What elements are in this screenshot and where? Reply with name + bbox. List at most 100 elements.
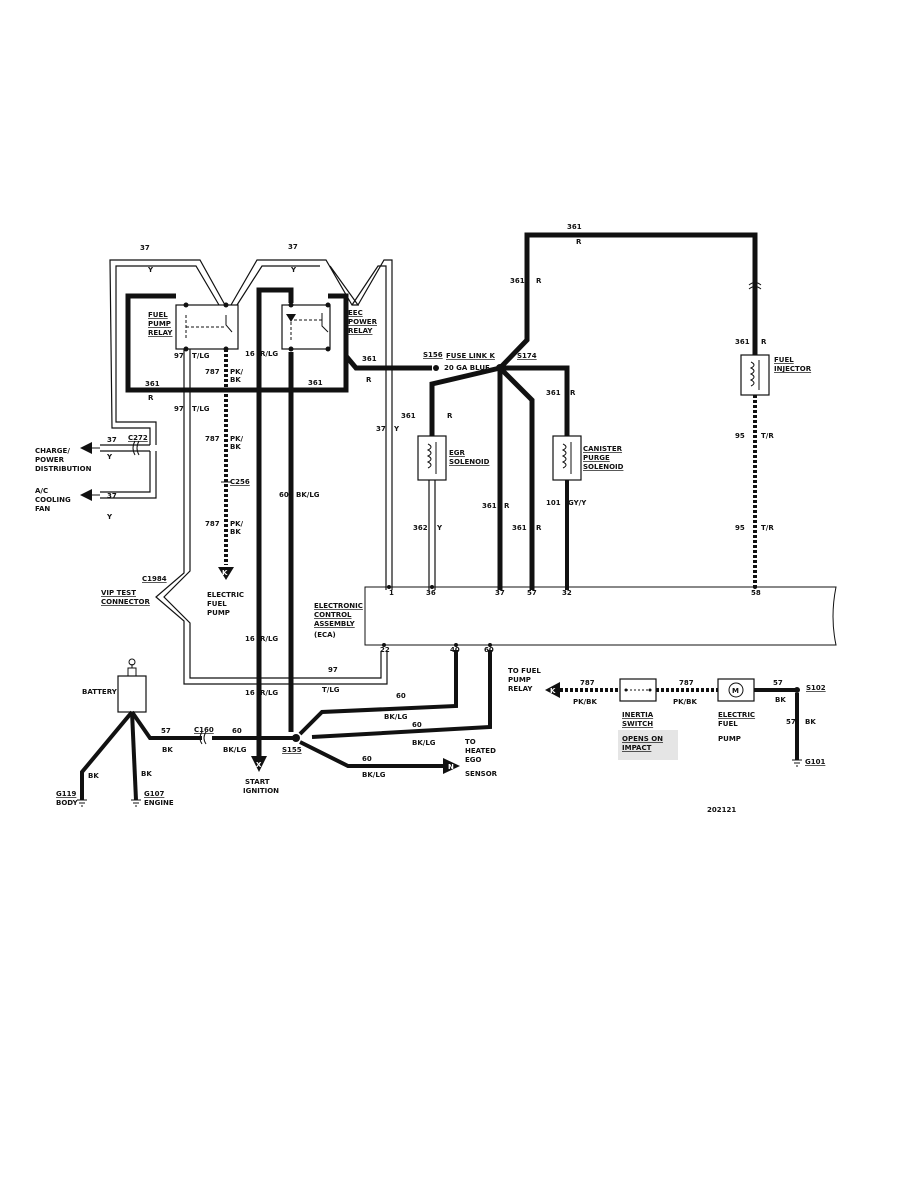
eca_pins-p60-label: 60 [484, 646, 494, 654]
eca_pins-p40-label: 40 [450, 646, 460, 654]
components-canister_purge_solenoid-2-label: SOLENOID [583, 463, 624, 471]
components-to_fuel_pump_relay-1-label: PUMP [508, 676, 531, 684]
components-eca-0-label: ELECTRONIC [314, 602, 363, 610]
s156-splice [433, 365, 439, 371]
components-ac_fan-2-label: FAN [35, 505, 50, 513]
components-eec_power_relay-0-label: EEC [348, 309, 363, 317]
wires-w361_egr-label: 361 [401, 412, 416, 420]
wires-w787_c-label: 787 [205, 520, 220, 528]
wires-w361_eca57_color-label: R [536, 524, 542, 532]
components-inertia_switch-1-label: SWITCH [622, 720, 653, 728]
wires-w60_b-label: 60 [232, 727, 242, 735]
wires-w361_top-label: 361 [567, 223, 582, 231]
wires-w60_a-label: 60 [279, 491, 289, 499]
components-fuel_injector-0-label: FUEL [774, 356, 794, 364]
components-charge_power-0-label: CHARGE/ [35, 447, 70, 455]
wires-w787_c_color2-label: BK [230, 528, 241, 536]
components-canister_purge_solenoid-0-label: CANISTER [583, 445, 623, 453]
components-egr_solenoid-0-label: EGR [449, 449, 466, 457]
connectors-s155-label: S155 [282, 746, 302, 754]
connectors-g107-label: G107 [144, 790, 164, 798]
wires-w95_a_color-label: T/R [761, 432, 774, 440]
wires-w361_canister-label: 361 [546, 389, 561, 397]
wires-w60_c_color-label: BK/LG [384, 713, 408, 721]
components-to_fuel_pump_relay-2-label: RELAY [508, 685, 533, 693]
wire-361-egr [429, 365, 501, 436]
wires-w361_eca37-label: 361 [482, 502, 497, 510]
components-heated_ego-3-label: SENSOR [465, 770, 498, 778]
wire-37-y-harness [100, 259, 393, 590]
connectors-c272-label: C272 [128, 434, 148, 442]
components-inertia_switch-2-label: OPENS ON [622, 735, 663, 743]
connectors-s102-label: S102 [806, 684, 826, 692]
wires-w60_e_color-label: BK/LG [362, 771, 386, 779]
wires-w97_b_color-label: T/LG [192, 405, 210, 413]
components-fuel_pump_relay-1-label: PUMP [148, 320, 171, 328]
components-heated_ego-1-label: HEATED [465, 747, 496, 755]
canister-purge-solenoid [552, 435, 582, 590]
eca_pins-p37-label: 37 [495, 589, 505, 597]
components-eca-2-label: ASSEMBLY [314, 620, 356, 628]
wires-w97_b-label: 97 [174, 405, 184, 413]
wires-w37_charge_color-label: Y [106, 453, 113, 461]
battery [117, 658, 147, 713]
components-eec_power_relay-2-label: RELAY [348, 327, 373, 335]
components-to_fuel_pump_relay-0-label: TO FUEL [508, 667, 541, 675]
components-fuel_injector-1-label: INJECTOR [774, 365, 812, 373]
eec-power-relay [281, 302, 331, 352]
wires-w787_a_color-label: PK/ [230, 368, 244, 376]
connectors-c256-label: C256 [230, 478, 250, 486]
wires-w361_right_color-label: R [536, 277, 542, 285]
components-motor_symbol-label: M [732, 687, 739, 695]
relay-bus [125, 293, 432, 393]
wires-w57_b_color-label: BK [775, 696, 786, 704]
connectors-g119_label-label: BODY [56, 799, 79, 807]
fuel-pump-relay [175, 302, 239, 352]
c272-connector [132, 440, 140, 456]
wires-w787_b_color-label: PK/ [230, 435, 244, 443]
wires-w361_bus_left_color-label: R [148, 394, 154, 402]
wires-w16_b_color-label: R/LG [260, 635, 278, 643]
wires-w16_b-label: 16 [245, 635, 255, 643]
wires-w97_c_color-label: T/LG [322, 686, 340, 694]
components-heated_ego-0-label: TO [465, 738, 476, 746]
components-electric_fuel_pump-1-label: FUEL [718, 720, 738, 728]
connectors-c160-label: C160 [194, 726, 214, 734]
wires-w361_relay_color-label: R [366, 376, 372, 384]
components-start_ignition-0-label: START [245, 778, 270, 786]
wires-w787_b-label: 787 [205, 435, 220, 443]
components-start_ignition-1-label: IGNITION [243, 787, 279, 795]
figure_id-label: 202121 [707, 806, 736, 814]
components-electric_fuel_pump-0-label: ELECTRIC [718, 711, 755, 719]
wire-16-r-lg [256, 287, 294, 760]
components-eca-3-label: (ECA) [314, 631, 336, 639]
wires-bk_engine-label: BK [141, 770, 152, 778]
markers-k2-label: K [550, 687, 556, 695]
s155-splice [292, 734, 300, 742]
components-fuel_pump_relay-2-label: RELAY [148, 329, 173, 337]
connectors-c1984-label: C1984 [142, 575, 167, 583]
components-electric_fuel_pump_k-1-label: FUEL [207, 600, 227, 608]
markers-n-label: N [448, 763, 454, 771]
wires-w37_top_right-label: 37 [288, 243, 298, 251]
wires-w95_b-label: 95 [735, 524, 745, 532]
wires-w37_eca-label: 37 [376, 425, 386, 433]
wires-w57_c-label: 57 [786, 718, 796, 726]
eca_pins-p58-label: 58 [751, 589, 761, 597]
fuel-pump-circuit [560, 678, 802, 767]
components-heated_ego-2-label: EGO [465, 756, 482, 764]
wire-361-canister [500, 365, 570, 436]
wires-w60_d_color-label: BK/LG [412, 739, 436, 747]
eca_pins-p1-label: 1 [389, 589, 394, 597]
wires-w787_b_color2-label: BK [230, 443, 241, 451]
components-ac_fan-0-label: A/C [35, 487, 48, 495]
egr-solenoid [417, 435, 447, 590]
eca_pins-p57-label: 57 [527, 589, 537, 597]
wire-361-loop [498, 232, 762, 370]
wires-w57_c_color-label: BK [805, 718, 816, 726]
inertia-shading [618, 730, 678, 760]
components-charge_power-1-label: POWER [35, 456, 65, 464]
eca_pins-p22-label: 22 [380, 646, 390, 654]
wires-w57_b-label: 57 [773, 679, 783, 687]
wires-w57_a-label: 57 [161, 727, 171, 735]
